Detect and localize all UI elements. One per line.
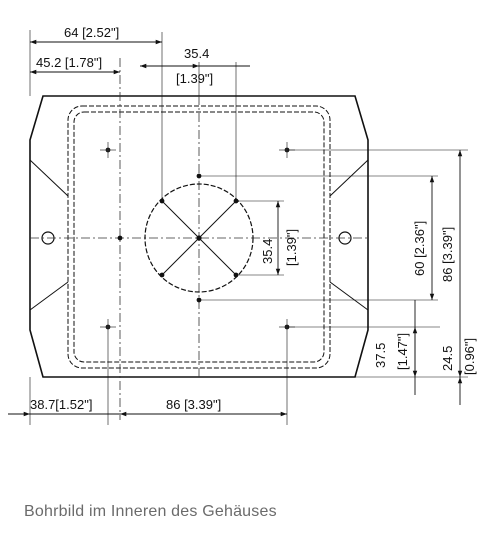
extension-lines [29,30,468,425]
caption: Bohrbild im Inneren des Gehäuses [24,503,277,520]
dim-top-center-inch: [1.39"] [176,71,213,86]
dim-right-lower-inch: [1.47"] [395,333,410,370]
dim-right-bottom-inch: [0.96"] [462,338,477,375]
drill-hole-left-center [117,235,123,241]
dim-top-overall: 64 [2.52"] [64,25,119,40]
dim-bottom-left: 38.7[1.52"] [30,397,92,412]
dim-top-center-value: 35.4 [184,46,209,61]
drilling-pattern-drawing: 64 [2.52"] 45.2 [1.78"] 35.4 [1.39"] 35.… [8,25,477,425]
dim-bottom-width: 86 [3.39"] [166,397,221,412]
dimension-lines [8,39,463,417]
drill-hole-diag-bl [159,272,165,278]
dim-top-left: 45.2 [1.78"] [36,55,102,70]
dim-right-lower-value: 37.5 [373,343,388,368]
dim-right-bottom-value: 24.5 [440,346,455,371]
drill-holes [105,147,290,330]
dim-center-vertical-value: 35.4 [260,239,275,264]
drill-hole-center [196,235,202,241]
dim-center-vertical-inch: [1.39"] [284,229,299,266]
dim-right-outer: 86 [3.39"] [440,227,455,282]
dim-right-inner: 60 [2.36"] [412,221,427,276]
central-bore-circle [144,183,254,293]
side-flanges [29,159,369,311]
